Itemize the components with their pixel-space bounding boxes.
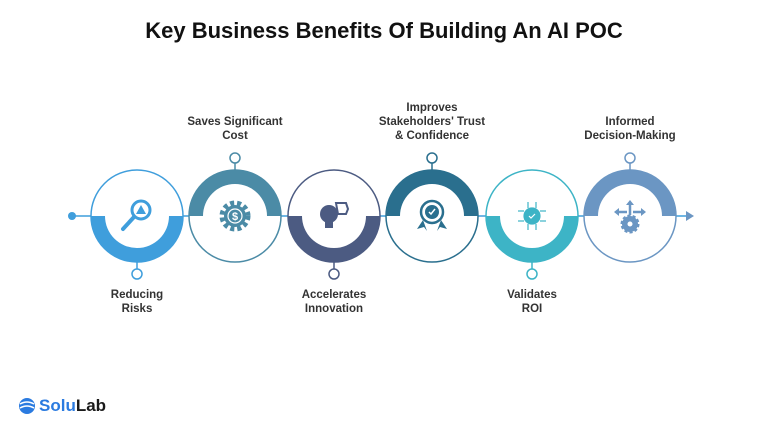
half-ring [91, 216, 183, 262]
step-informed-decision [583, 152, 677, 263]
magnifier-warning-icon [121, 199, 152, 231]
step-label-validates-roi: Validates ROI [507, 289, 557, 315]
logo-text-solu: Solu [39, 396, 76, 415]
timeline-start-dot [68, 212, 76, 220]
step-label-informed-decision: Informed Decision-Making [584, 116, 676, 142]
step-validates-roi [485, 169, 579, 280]
step-label-reducing-risks: Reducing Risks [110, 289, 164, 315]
step-improves-trust [385, 152, 479, 263]
step-reducing-risks [90, 169, 184, 280]
timeline-arrow-icon [686, 211, 694, 221]
connector-dot [526, 268, 538, 280]
step-accelerates-innovation [287, 169, 381, 280]
step-label-improves-trust: Improves Stakeholders' Trust & Confidenc… [378, 102, 486, 142]
logo-text-lab: Lab [75, 396, 107, 415]
gear-dollar-icon: $ [219, 200, 251, 232]
connector-dot [426, 152, 438, 164]
connector-dot [131, 268, 143, 280]
step-label-accelerates-innovation: Accelerates Innovation [301, 289, 367, 315]
solulab-logo-icon [19, 398, 35, 414]
badge-check-icon [417, 199, 447, 231]
connector-dot [624, 152, 636, 164]
lightbulb-puzzle-icon [320, 202, 350, 228]
gear-circuit-check-icon [518, 202, 546, 230]
connector-dot [229, 152, 241, 164]
step-saves-cost: $ [188, 152, 282, 263]
connector-dot [328, 268, 340, 280]
svg-text:$: $ [232, 211, 238, 223]
gear-arrows-icon [614, 200, 646, 234]
page-title: Key Business Benefits Of Building An AI … [145, 18, 623, 43]
step-label-saves-cost: Saves Significant Cost [187, 116, 283, 142]
